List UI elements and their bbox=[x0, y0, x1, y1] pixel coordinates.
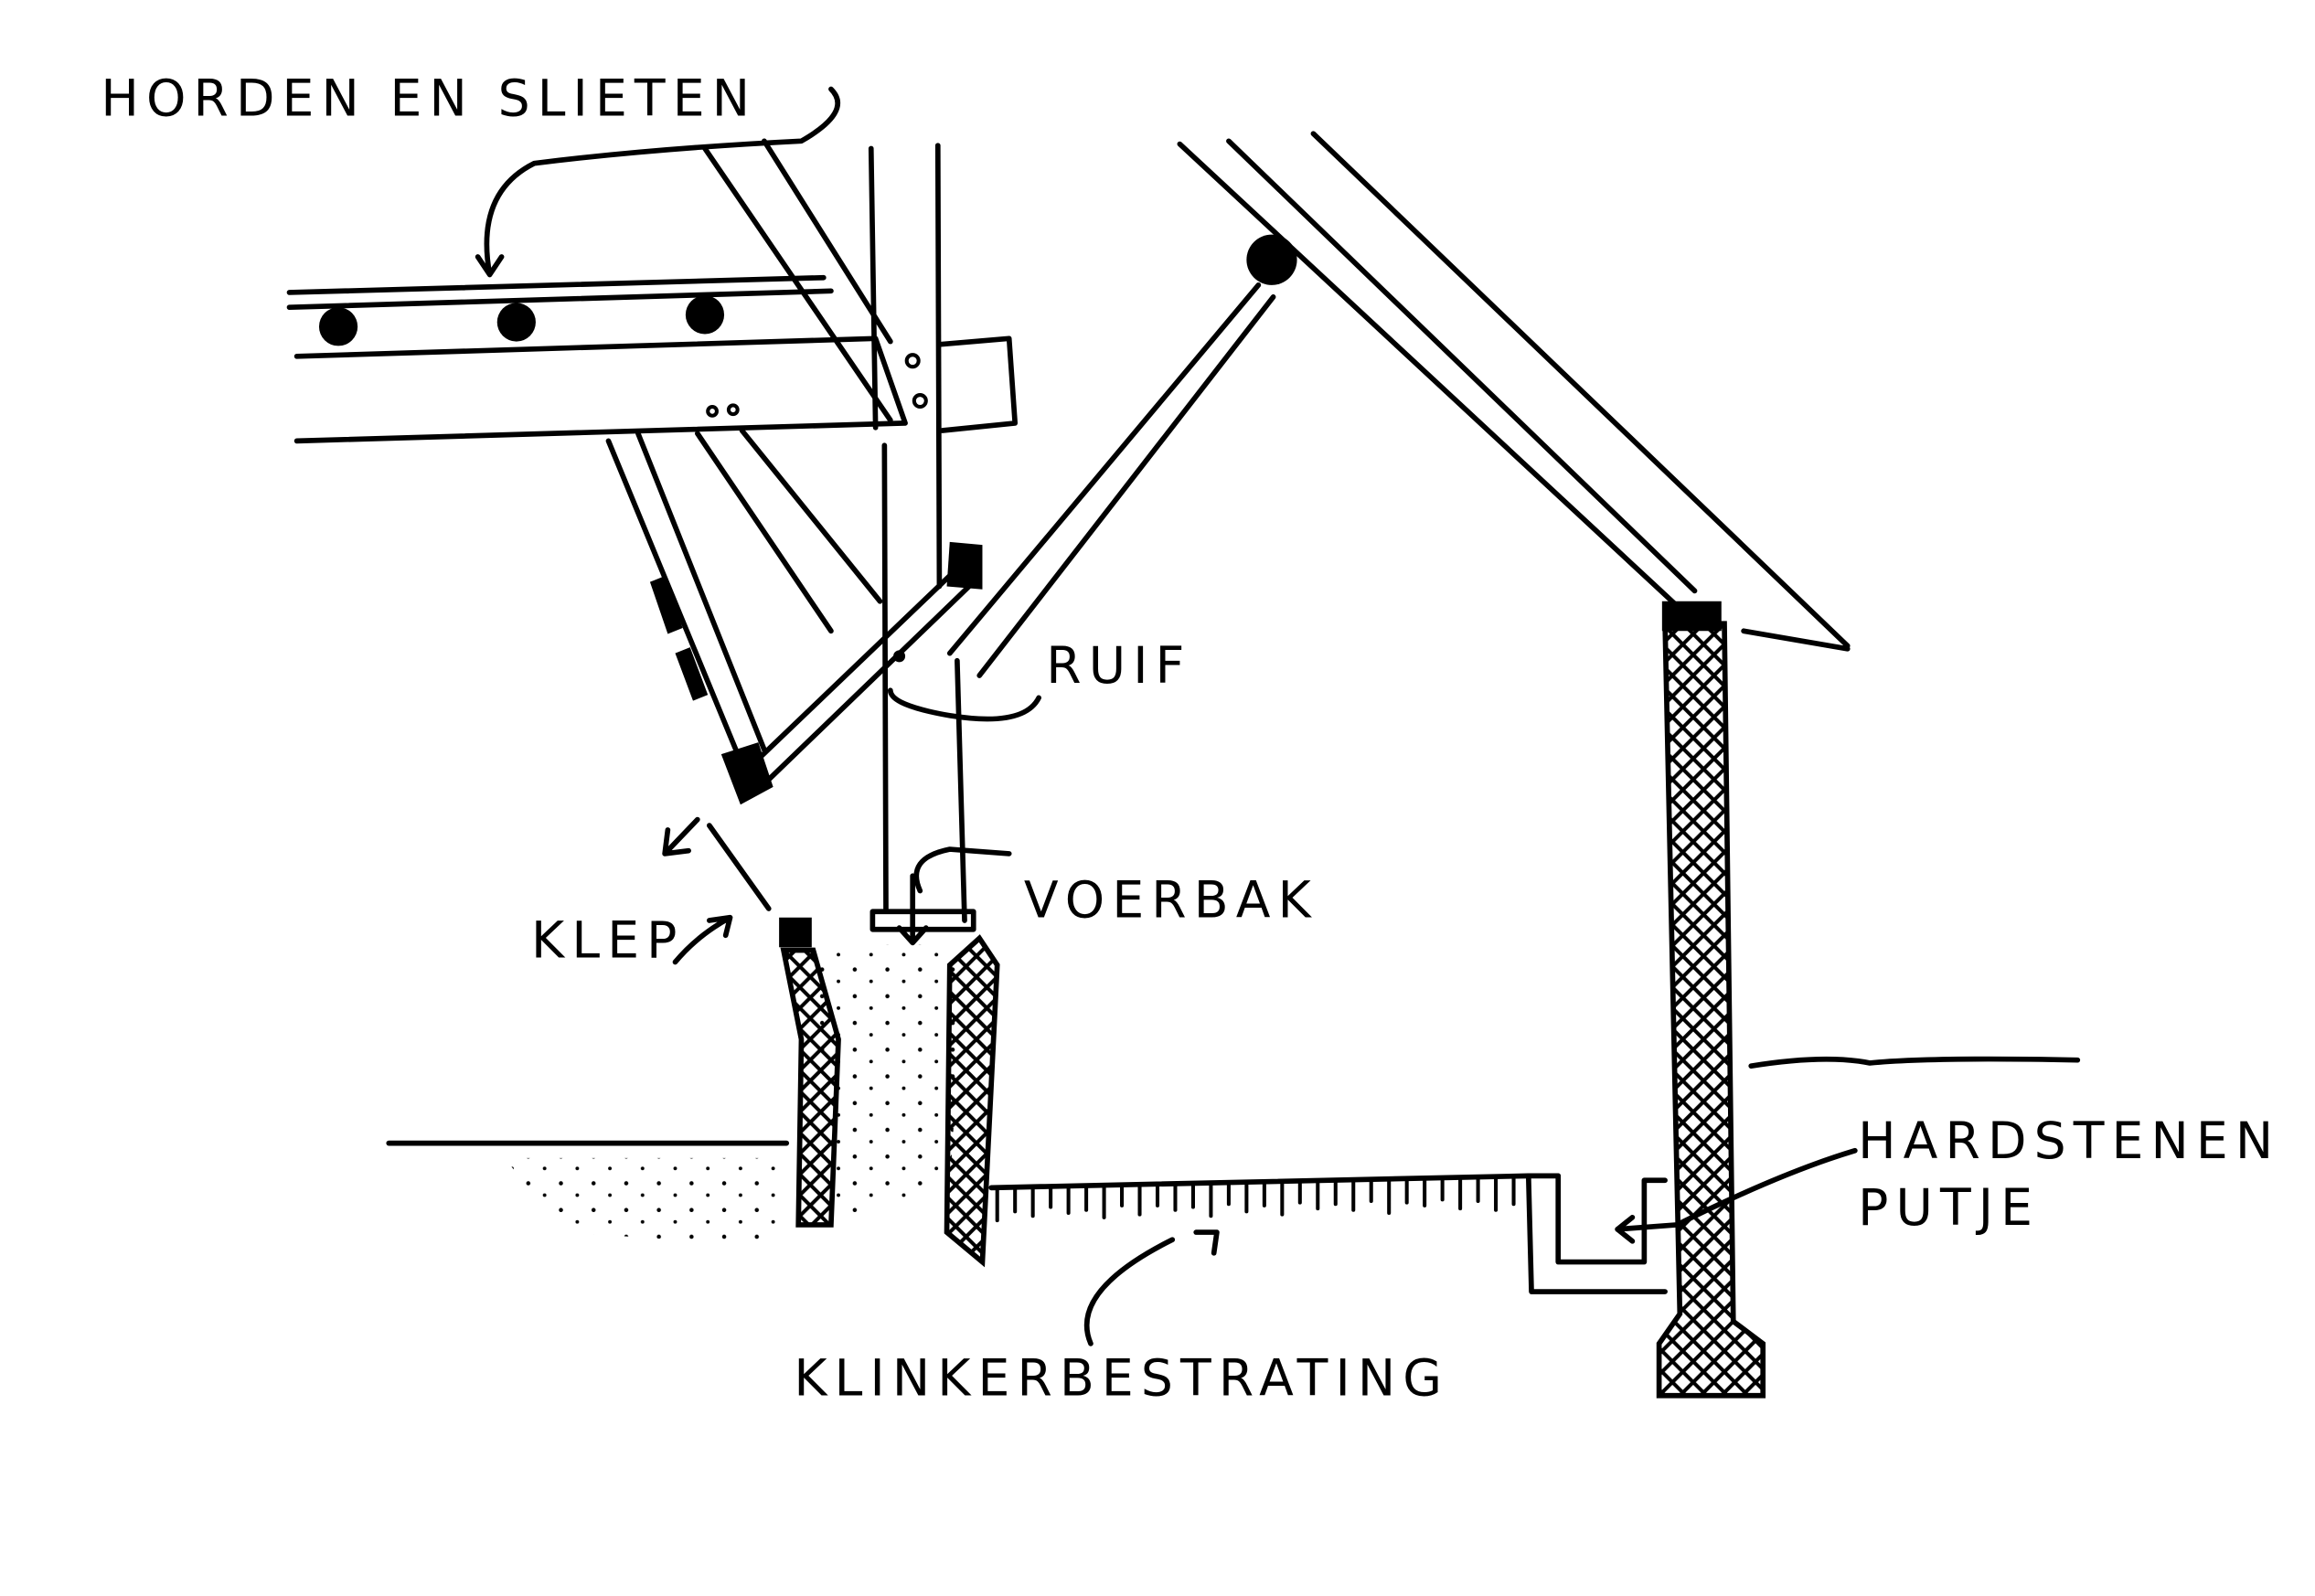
channel-walls bbox=[386, 917, 1000, 1268]
brick-paving bbox=[988, 1173, 1562, 1346]
label-klep: KLEP bbox=[531, 912, 685, 971]
outer-wall bbox=[1656, 621, 2081, 1399]
flap bbox=[662, 816, 772, 965]
label-horden-en-slieten: HORDEN EN SLIETEN bbox=[101, 70, 757, 129]
label-voerbak: VOERBAK bbox=[1024, 872, 1318, 931]
feed-trough bbox=[869, 846, 1012, 946]
horden-leader bbox=[475, 86, 841, 278]
label-putje: PUTJE bbox=[1858, 1179, 2040, 1238]
loft-floor bbox=[286, 274, 908, 444]
label-klinkerbestrating: KLINKERBESTRATING bbox=[794, 1350, 1449, 1409]
purlin-dot bbox=[318, 307, 358, 346]
label-hardstenen: HARDSTENEN bbox=[1858, 1112, 2280, 1171]
purlin-dot bbox=[685, 295, 725, 335]
post-and-braces bbox=[605, 138, 1019, 923]
label-ruif: RUIF bbox=[1046, 637, 1191, 696]
hay-rack bbox=[720, 234, 1297, 805]
ruif-leader bbox=[888, 687, 1041, 722]
roof bbox=[1177, 131, 1851, 652]
drain-pit bbox=[1525, 1147, 1858, 1294]
purlin-dot bbox=[496, 303, 536, 342]
